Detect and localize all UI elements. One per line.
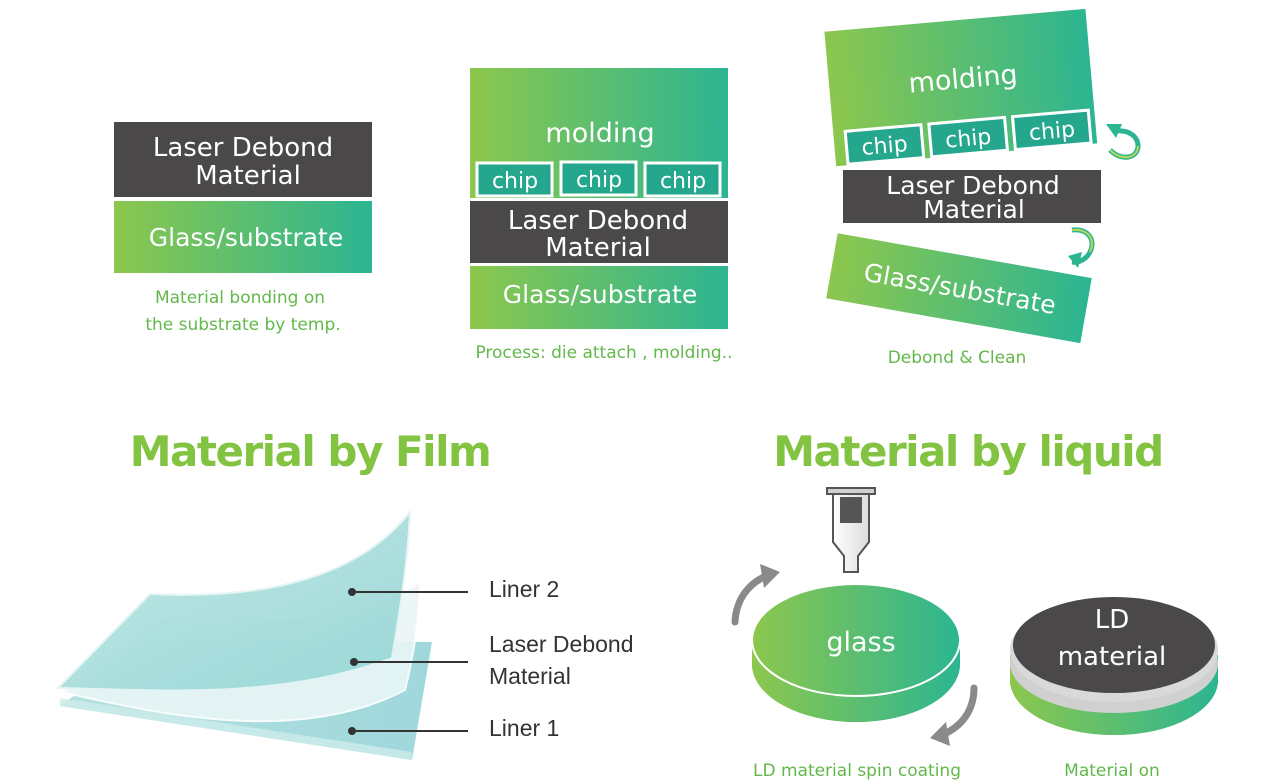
label-liner-1: Liner 1 — [489, 715, 559, 741]
ld-material-label-line2: Material — [195, 161, 301, 191]
heading-material-by-film: Material by Film — [130, 427, 490, 476]
ld-material-label-line2: Material — [923, 195, 1025, 224]
ld-material-label-line1: Laser Debond — [508, 206, 688, 236]
label-ld-material-line2: Material — [489, 663, 571, 689]
ld-disc-label-line1: LD — [1095, 605, 1130, 635]
ld-material-coated-disc: LD material Material on — [1010, 597, 1218, 780]
liner-2-layer — [55, 508, 412, 692]
caption-bonding-line2: the substrate by temp. — [145, 315, 340, 335]
chip-label: chip — [660, 169, 706, 194]
caption-spin-coating: LD material spin coating — [753, 761, 961, 780]
leader-line — [348, 588, 468, 596]
panel-process: molding chip chip chip Laser Debond Mate… — [470, 68, 733, 363]
chip — [843, 123, 926, 166]
heading-material-by-liquid: Material by liquid — [773, 427, 1162, 476]
caption-material-on: Material on — [1064, 761, 1160, 780]
chip-label: chip — [1028, 117, 1076, 146]
chip — [559, 160, 638, 197]
spin-coating-illustration: glass LD material spin coating — [731, 487, 978, 780]
spin-arrow-icon — [930, 684, 978, 746]
ld-material-box — [470, 201, 728, 263]
chip — [475, 161, 554, 198]
panel-debond-clean: molding chip chip chip Laser Debond Mate… — [824, 8, 1141, 368]
chip — [927, 115, 1010, 159]
caption-process: Process: die attach , molding.. — [475, 343, 732, 363]
film-layers-illustration: Liner 2 Laser Debond Material Liner 1 — [55, 508, 634, 760]
chip — [1010, 108, 1093, 152]
chip-label: chip — [576, 168, 622, 193]
glass-substrate-label: Glass/substrate — [149, 223, 343, 252]
molding-label: molding — [545, 118, 654, 149]
glass-disc-label: glass — [826, 627, 895, 658]
glass-substrate-box — [114, 201, 372, 273]
glass-substrate-box — [470, 266, 728, 329]
ld-material-box — [114, 122, 372, 197]
glass-disc: glass — [751, 583, 961, 722]
spin-arrow-icon — [731, 564, 780, 626]
leader-line — [348, 727, 468, 735]
chip-label: chip — [944, 125, 992, 154]
ld-material-label-line1: Laser Debond — [886, 171, 1059, 200]
dispenser-nozzle-icon — [826, 487, 876, 573]
label-liner-2: Liner 2 — [489, 576, 559, 602]
rotate-arrow-icon — [1106, 124, 1141, 160]
caption-bonding-line1: Material bonding on — [155, 288, 325, 308]
chip-label: chip — [492, 169, 538, 194]
leader-line — [350, 658, 468, 666]
glass-substrate-label: Glass/substrate — [503, 280, 697, 309]
label-ld-material-line1: Laser Debond — [489, 631, 634, 657]
ld-disc-label-line2: material — [1058, 642, 1167, 672]
rotate-arrow-icon — [1068, 227, 1095, 268]
molding-assembly-tilted: molding chip chip chip — [824, 8, 1098, 167]
chip-label: chip — [861, 132, 909, 161]
ld-material-box — [843, 170, 1101, 223]
glass-substrate-tilted: Glass/substrate — [826, 233, 1092, 344]
panel-material-bonding: Laser Debond Material Glass/substrate Ma… — [114, 122, 372, 335]
ld-material-label-line1: Laser Debond — [153, 133, 333, 163]
ld-material-label-line2: Material — [545, 233, 651, 263]
chip — [643, 161, 722, 198]
glass-substrate-box — [826, 233, 1092, 344]
caption-debond-clean: Debond & Clean — [888, 348, 1027, 368]
